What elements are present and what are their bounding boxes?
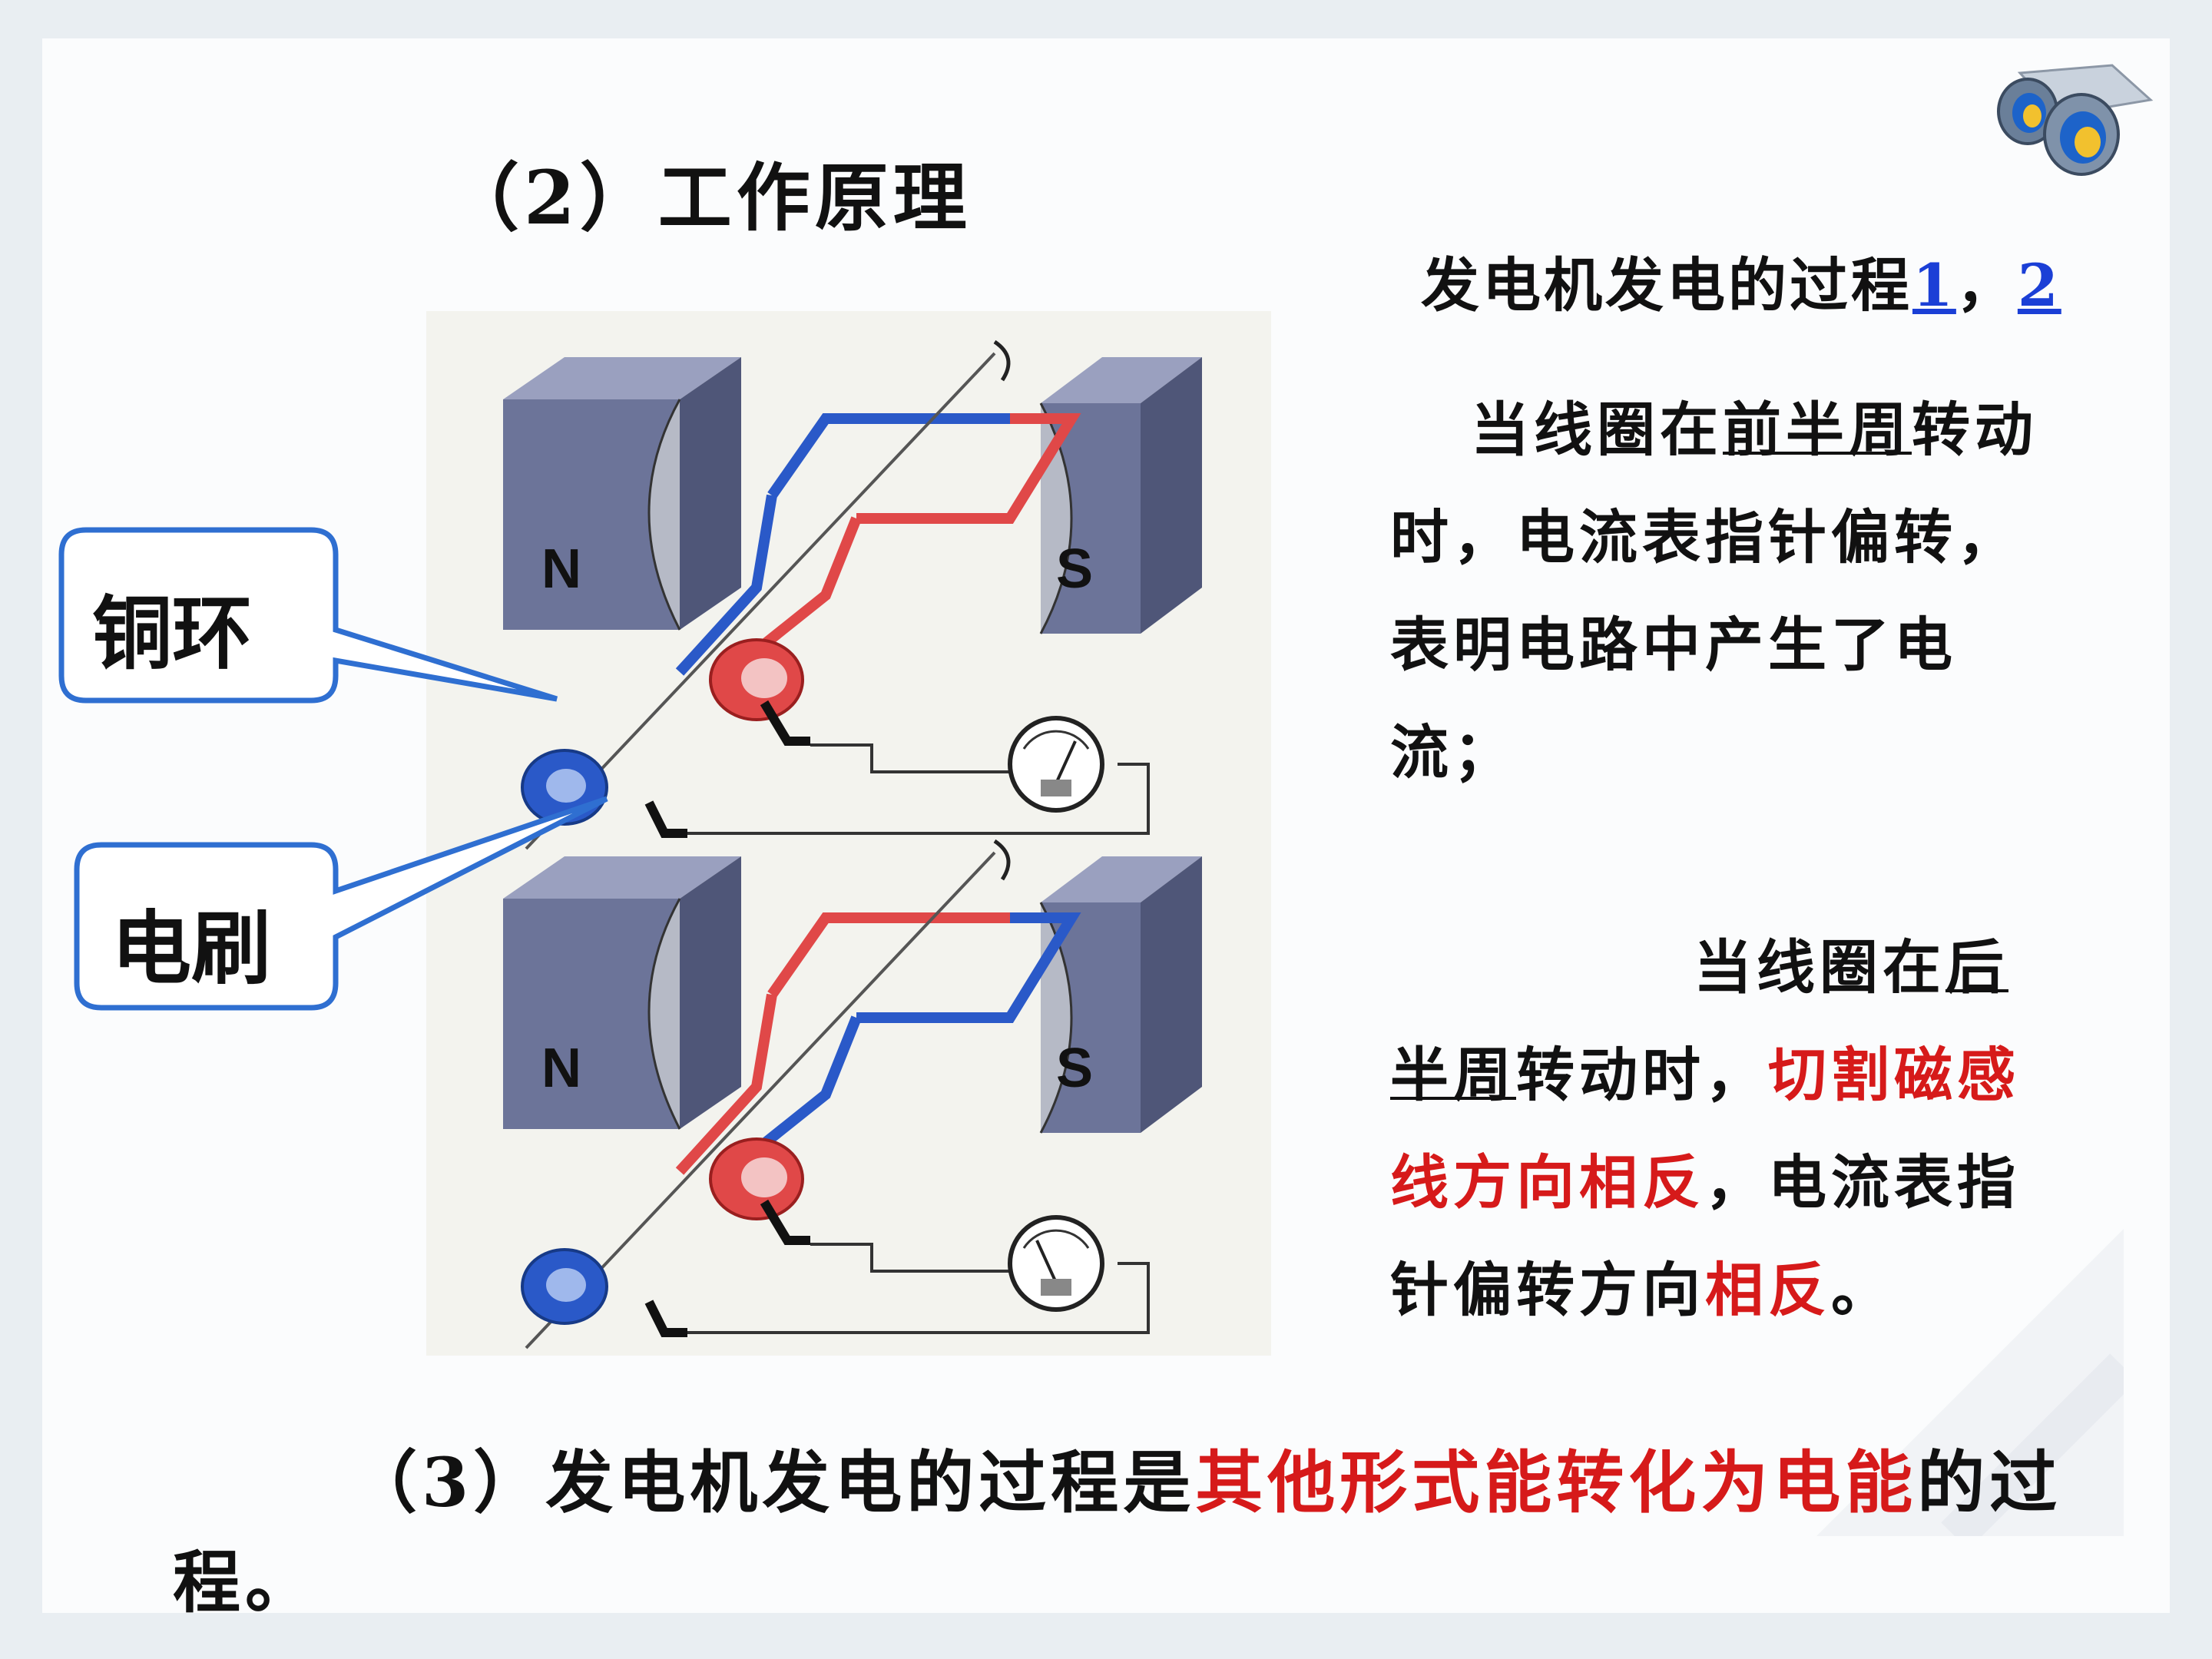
p1-intro: 当线圈在: [1471, 396, 1723, 464]
paragraph-second-half: 当线圈在后半周转动时，切割磁感线方向相反，电流表指针偏转方向相反。: [1390, 914, 2066, 1344]
callout-copper-ring-box: [58, 527, 558, 704]
callout-copper-ring-label: 铜环: [92, 587, 253, 680]
p2-underlined: 后半周: [1390, 933, 2008, 1109]
ammeter-icon: [1008, 716, 1104, 813]
generator-diagram: N S: [426, 311, 1271, 1356]
bottom-suffix: 的过程。: [173, 1442, 2062, 1622]
bottom-red-phrase: 其他形式能转化为电能: [1195, 1442, 1918, 1522]
magnet-north-label-2: N: [541, 1038, 581, 1099]
diagram-bottom-panel: N S: [503, 839, 1202, 1349]
p1-rest: 转动时，电流表指针偏转，表明电路中产生了电流；: [1390, 396, 2038, 786]
p2-end: 。: [1831, 1256, 1894, 1324]
callout-brush-label: 电刷: [111, 902, 272, 995]
process-link-2[interactable]: 2: [2017, 251, 2061, 320]
p1-underlined: 前半周: [1723, 396, 1912, 464]
p2-red-phrase-2: 相反: [1705, 1256, 1831, 1324]
process-separator: ，: [1955, 251, 2018, 320]
bottom-prefix: （3）发电机发电的过程是: [349, 1442, 1196, 1522]
binoculars-icon[interactable]: [1997, 58, 2162, 188]
process-link-1[interactable]: 1: [1912, 251, 1956, 320]
magnet-south-label: S: [1056, 538, 1093, 600]
callout-brush-box: [74, 796, 608, 1011]
diagram-top-panel: N S: [503, 339, 1202, 850]
process-line: 发电机发电的过程1，2: [1421, 238, 2061, 323]
ammeter-icon-2: [1008, 1215, 1104, 1312]
slide-page: （2）工作原理 发电机发电的过程1，2 N S: [42, 38, 2170, 1622]
p2-mid: 转动时，: [1516, 1041, 1768, 1109]
bottom-statement: （3）发电机发电的过程是其他形式能转化为电能的过程。: [173, 1432, 2139, 1632]
process-label: 发电机发电的过程: [1421, 251, 1912, 320]
p2-mid2: ，电流表指针偏转方向: [1390, 1148, 2020, 1324]
paragraph-first-half: 当线圈在前半周转动时，电流表指针偏转，表明电路中产生了电流；: [1390, 376, 2066, 806]
callout-shapes: [58, 527, 608, 1011]
magnet-north-label: N: [541, 538, 581, 600]
page-title: （2）工作原理: [445, 154, 972, 241]
magnet-south-label-2: S: [1056, 1038, 1093, 1099]
p2-intro: 当线圈在: [1694, 933, 1945, 1002]
background-watermark: [1816, 1229, 2124, 1536]
p2-red-phrase: 切割磁感线方向相反: [1390, 1041, 2020, 1217]
